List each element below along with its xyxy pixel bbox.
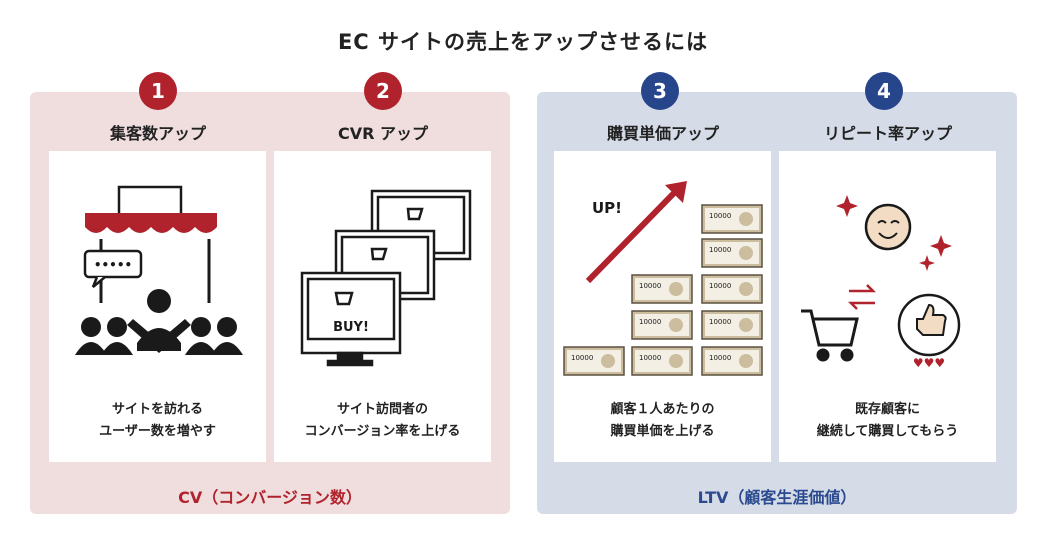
bill-value: 10000 [709, 282, 731, 290]
sparkle-icon [836, 195, 952, 271]
monitor-front-icon [300, 271, 402, 367]
step-badge-4: 4 [865, 72, 903, 110]
card-4: ♥♥♥ 既存顧客に 継続して購買してもらう [779, 151, 996, 462]
smiley-icon [864, 203, 912, 251]
card-desc-3-line2: 購買単価を上げる [610, 424, 715, 439]
crowd-icon [75, 289, 243, 355]
bill-icon: 10000 [563, 346, 625, 376]
card-heading-2: CVR アップ [337, 124, 429, 143]
card-2: BUY! サイト訪問者の コンバージョン率を上げる [274, 151, 491, 462]
bill-value: 10000 [709, 354, 731, 362]
up-label: UP! [592, 199, 622, 217]
bill-icon: 10000 [701, 346, 763, 376]
bill-icon: 10000 [631, 274, 693, 304]
bills-arrow-illustration: UP! 100001000010000100001000010000100001… [563, 181, 763, 376]
card-desc-4-line1: 既存顧客に [854, 402, 920, 417]
bill-icon: 10000 [701, 274, 763, 304]
bill-value: 10000 [571, 354, 593, 362]
up-arrow-icon [585, 181, 687, 284]
monitors-illustration: BUY! [300, 189, 472, 367]
bill-value: 10000 [639, 354, 661, 362]
bill-value: 10000 [709, 318, 731, 326]
step-badge-3: 3 [641, 72, 679, 110]
store-icon [85, 185, 217, 303]
card-desc-1-line2: ユーザー数を増やす [99, 424, 216, 439]
speech-bubble-dots: ••••• [94, 258, 132, 272]
card-desc-2-line1: サイト訪問者の [336, 402, 428, 417]
cv-footer-label: CV（コンバージョン数） [178, 488, 362, 507]
cart-icon [370, 247, 388, 261]
card-desc-3: 顧客１人あたりの 購買単価を上げる [554, 399, 771, 443]
step-badge-2: 2 [364, 72, 402, 110]
card-desc-1-line1: サイトを訪れる [111, 402, 203, 417]
card-1: ••••• サイトを訪れる ユーザー数を増やす [49, 151, 266, 462]
speech-bubble-icon: ••••• [83, 249, 143, 288]
bill-icon: 10000 [701, 310, 763, 340]
cart-icon [801, 309, 859, 362]
bill-icon: 10000 [701, 238, 763, 268]
card-heading-4: リピート率アップ [823, 124, 952, 143]
card-desc-4-line2: 継続して購買してもらう [816, 424, 959, 439]
store-crowd-illustration: ••••• [75, 185, 243, 355]
buy-label: BUY! [333, 320, 369, 335]
card-heading-1: 集客数アップ [109, 124, 206, 143]
card-desc-2-line2: コンバージョン率を上げる [304, 424, 461, 439]
cart-icon [334, 291, 354, 306]
bill-value: 10000 [639, 282, 661, 290]
exchange-arrows-icon [847, 284, 877, 310]
bill-value: 10000 [639, 318, 661, 326]
hearts-icon: ♥♥♥ [913, 356, 945, 370]
step-badge-1: 1 [139, 72, 177, 110]
card-desc-1: サイトを訪れる ユーザー数を増やす [49, 399, 266, 443]
card-heading-3: 購買単価アップ [606, 124, 719, 143]
repeat-illustration: ♥♥♥ [801, 195, 961, 370]
bill-value: 10000 [709, 246, 731, 254]
bill-icon: 10000 [701, 204, 763, 234]
bill-stack-icon: 10000 10000 10000 10000 10000 10000 10000 10000… [563, 204, 763, 376]
cart-icon [406, 207, 424, 221]
bill-icon: 10000 [631, 346, 693, 376]
bill-value: 10000 [709, 212, 731, 220]
card-desc-3-line1: 顧客１人あたりの [610, 402, 715, 417]
card-desc-2: サイト訪問者の コンバージョン率を上げる [274, 399, 491, 443]
page-title: EC サイトの売上をアップさせるには [337, 30, 709, 54]
thumbs-up-icon: ♥♥♥ [897, 293, 961, 370]
ltv-footer-label: LTV（顧客生涯価値） [697, 488, 857, 507]
bill-icon: 10000 [631, 310, 693, 340]
card-desc-4: 既存顧客に 継続して購買してもらう [779, 399, 996, 443]
